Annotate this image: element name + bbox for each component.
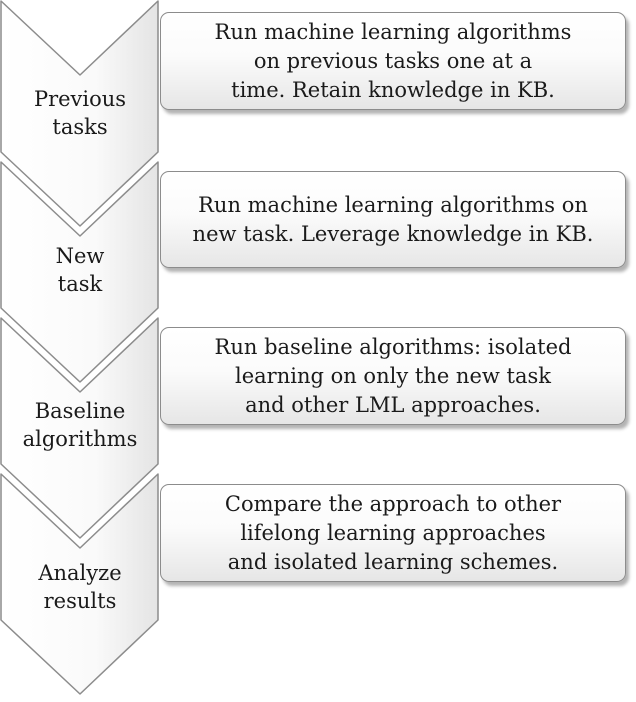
chevron-analyze-results bbox=[0, 473, 159, 695]
chevron-baseline-algorithms bbox=[0, 317, 159, 539]
chevron-previous-tasks bbox=[0, 0, 159, 227]
stage-label-analyze-results: Analyze results bbox=[38, 561, 122, 613]
chevron-new-task bbox=[0, 161, 159, 383]
description-box-new-task: Run machine learning algorithms on new t… bbox=[160, 171, 626, 268]
stage-label-previous-tasks: Previous tasks bbox=[33, 87, 127, 139]
description-text-previous-tasks: Run machine learning algorithms on previ… bbox=[214, 19, 572, 102]
description-text-new-task: Run machine learning algorithms on new t… bbox=[192, 192, 594, 246]
description-box-previous-tasks: Run machine learning algorithms on previ… bbox=[160, 12, 626, 110]
description-box-analyze-results: Compare the approach to other lifelong l… bbox=[160, 484, 626, 582]
description-text-analyze-results: Compare the approach to other lifelong l… bbox=[224, 491, 562, 574]
stage-label-baseline-algorithms: Baseline algorithms bbox=[22, 399, 138, 451]
description-text-baseline-algorithms: Run baseline algorithms: isolated learni… bbox=[214, 334, 572, 417]
stage-label-new-task: New task bbox=[55, 244, 105, 296]
description-box-baseline-algorithms: Run baseline algorithms: isolated learni… bbox=[160, 327, 626, 425]
